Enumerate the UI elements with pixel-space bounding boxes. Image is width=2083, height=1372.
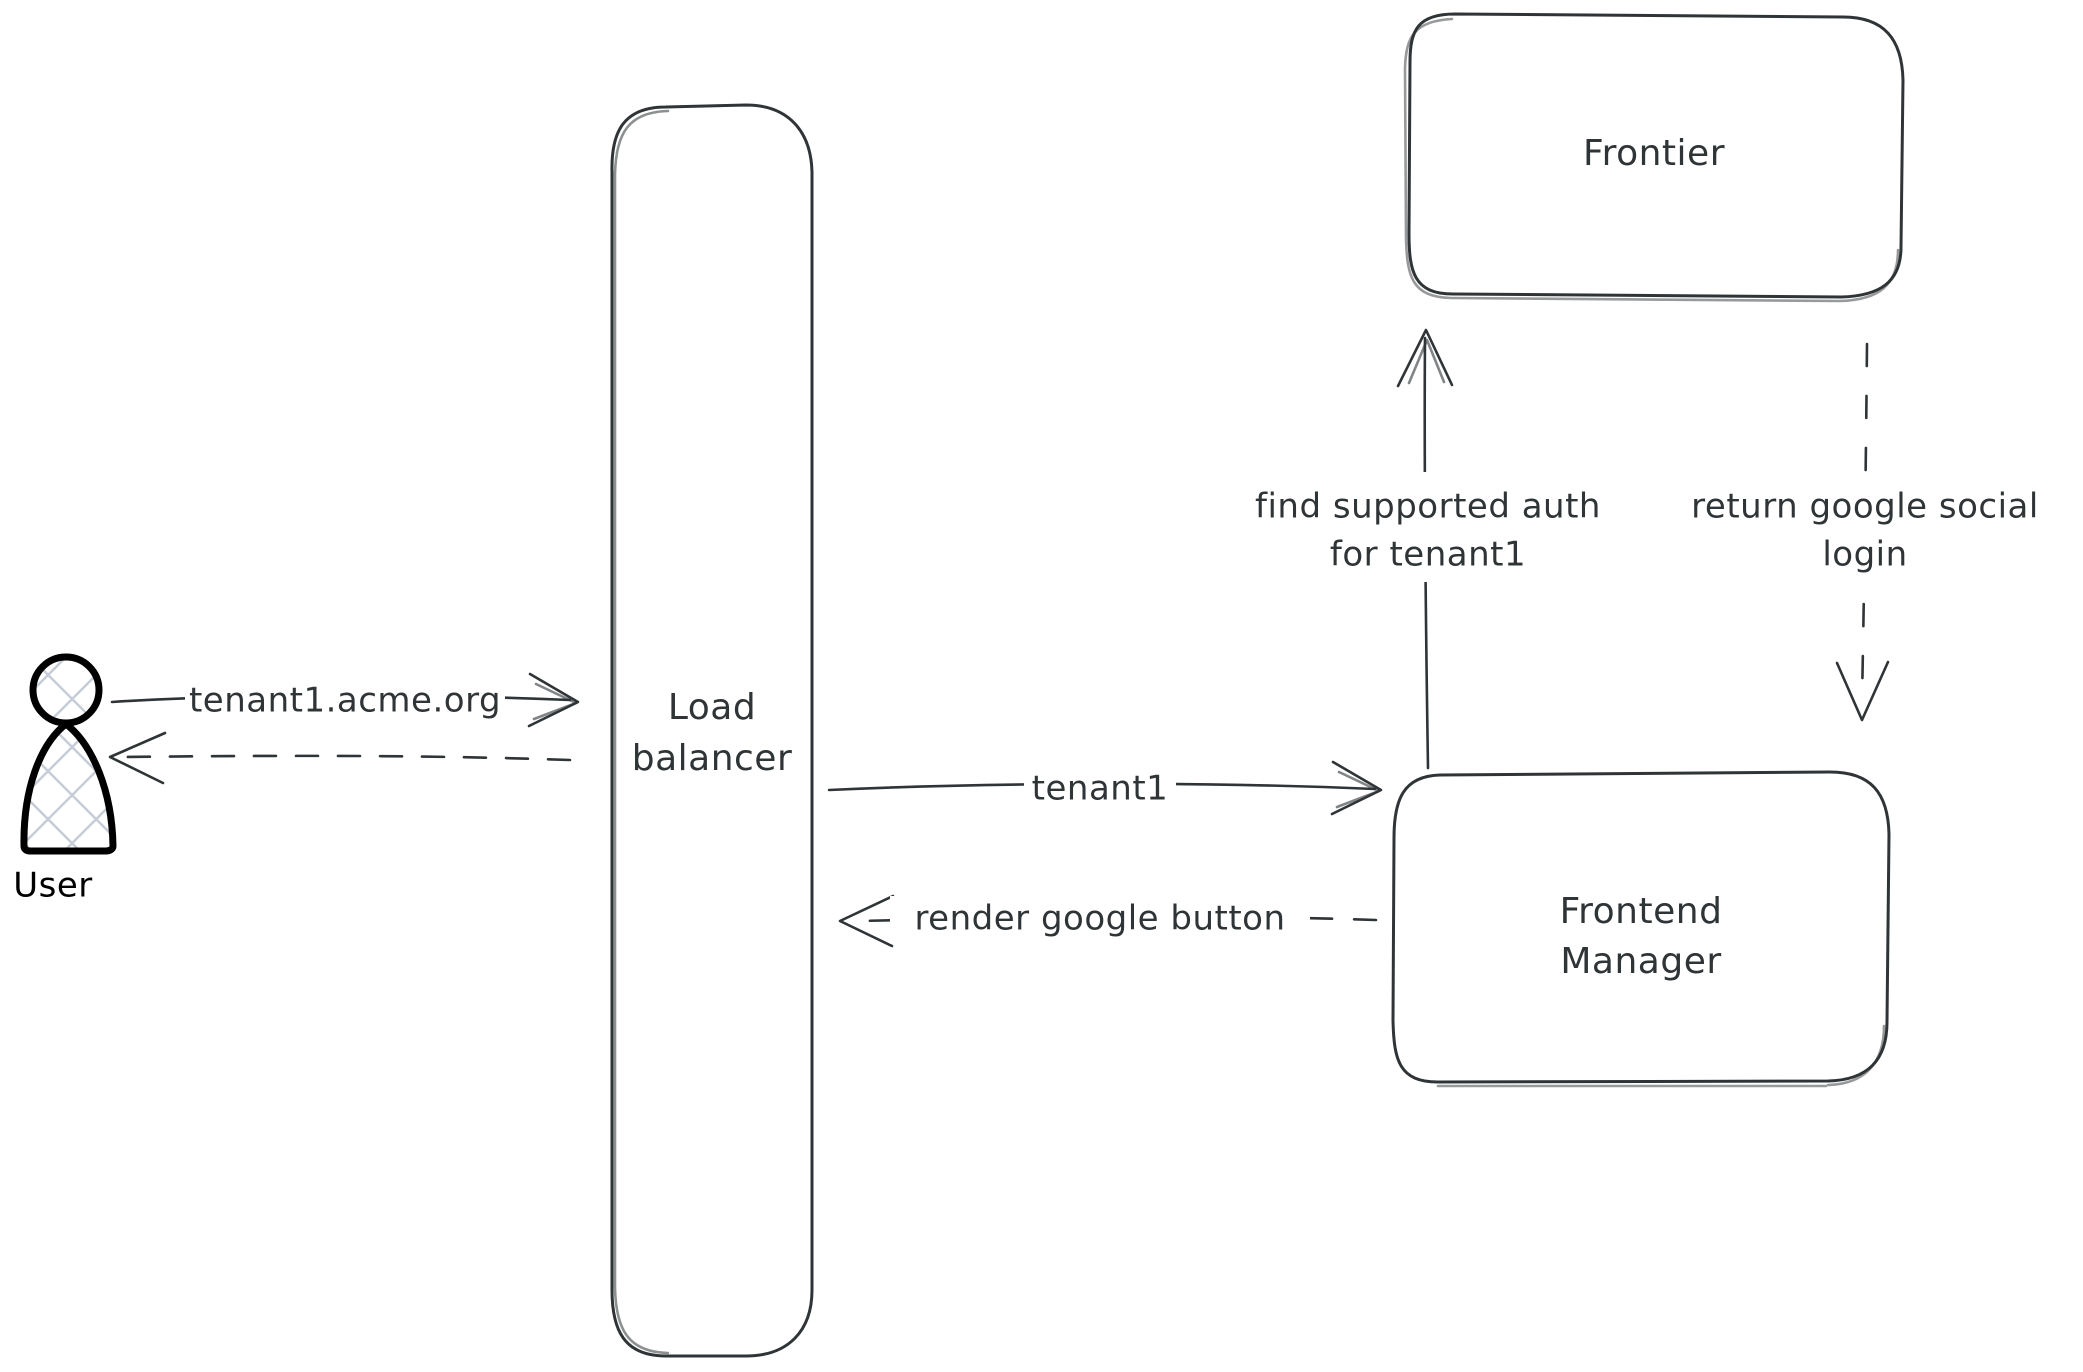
edge-frontend-manager-to-frontier-label-line2: for tenant1 — [1330, 535, 1526, 575]
edge-label-bg — [1024, 767, 1176, 813]
edge-frontend-manager-to-load-balancer-label: render google button — [914, 899, 1285, 939]
edge-user-to-load-balancer: tenant1.acme.org — [110, 672, 580, 728]
frontend-manager-label-line1: Frontend — [1560, 891, 1723, 932]
edge-frontend-manager-to-frontier: find supported auth for tenant1 — [1218, 328, 1638, 770]
user-actor[interactable]: User — [13, 653, 117, 906]
load-balancer-label-line1: Load — [668, 687, 756, 728]
frontier-label: Frontier — [1583, 133, 1725, 174]
edge-user-to-load-balancer-label: tenant1.acme.org — [189, 681, 501, 721]
person-icon — [20, 653, 117, 855]
edge-frontier-to-frontend-manager-label-line1: return google social — [1691, 487, 2039, 527]
edge-frontier-to-frontend-manager-label-line2: login — [1822, 535, 1907, 575]
frontier-node[interactable]: Frontier — [1403, 12, 1905, 303]
frontend-manager-label-line2: Manager — [1560, 941, 1721, 982]
edge-load-balancer-to-frontend-manager-label: tenant1 — [1032, 769, 1169, 809]
frontend-manager-node[interactable]: Frontend Manager — [1391, 770, 1891, 1088]
edge-frontend-manager-to-load-balancer: render google button — [838, 894, 1378, 948]
edge-label-bg — [890, 896, 1310, 944]
edge-load-balancer-to-frontend-manager: tenant1 — [827, 760, 1383, 816]
load-balancer-label-line2: balancer — [632, 738, 793, 779]
edge-label-bg — [1655, 472, 2075, 582]
user-actor-label: User — [13, 866, 93, 906]
edge-label-bg — [1218, 472, 1638, 582]
edge-label-bg — [185, 678, 505, 724]
edge-frontier-to-frontend-manager: return google social login — [1655, 342, 2075, 722]
load-balancer-node[interactable]: Load balancer — [610, 103, 814, 1358]
edge-load-balancer-to-user — [108, 731, 572, 785]
edge-frontend-manager-to-frontier-label-line1: find supported auth — [1255, 487, 1601, 527]
